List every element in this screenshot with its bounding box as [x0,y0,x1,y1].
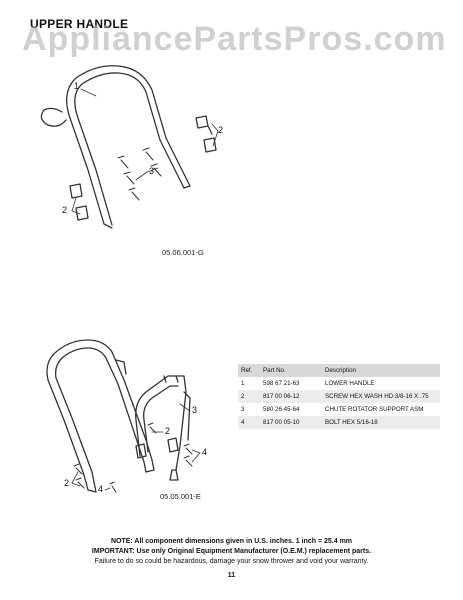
callout-bottom-4-left: 4 [98,484,104,494]
cell-part-no: 598 67 21-63 [263,380,300,387]
col-header-part-no: Part No. [260,364,322,377]
cell-part-no: 580 26 45-64 [263,406,300,413]
watermark: AppliancePartsPros.com [22,20,447,58]
page-number: 11 [227,572,236,579]
bracket-top-right [195,115,217,153]
cell-part-no: 817 00 06-12 [260,390,322,403]
callout-bottom-3: 3 [192,405,198,415]
cell-description: LOWER HANDLE [325,380,375,387]
cell-description: CHUTE ROTATOR SUPPORT ASM [325,406,424,413]
callout-top-2-left: 2 [62,205,68,215]
table-row: 4 817 00 05-10 BOLT HEX 5/16-18 [238,416,440,429]
chute-rotator-support-drawing [135,375,191,481]
cell-part-no: 817 00 05-10 [260,416,322,429]
figure-label-top: 05.06.001-G [162,248,204,257]
table-row: 1 598 67 21-63 LOWER HANDLE [238,377,440,390]
footer-note: NOTE: All component dimensions given in … [110,538,353,545]
figure-label-bottom: 05.05.001-E [160,492,201,501]
table-row: 3 580 26 45-64 CHUTE ROTATOR SUPPORT ASM [238,403,440,416]
bolts-bottom [73,422,193,493]
parts-table: Ref. Part No. Description 1 598 67 21-63… [238,364,440,429]
callout-top-3: 3 [149,166,155,176]
footer-warning: Failure to do so could be hazardous, dam… [94,558,369,565]
leaders-top [71,88,219,215]
callout-top-1: 1 [74,81,80,91]
callout-bottom-2-middle: 2 [165,426,171,436]
page-title: UPPER HANDLE [30,17,129,31]
cell-description: SCREW HEX WASH HD 3/8-16 X .75 [322,390,440,403]
callout-bottom-4-right: 4 [202,447,208,457]
cell-ref: 4 [238,416,260,429]
parts-table-header: Ref. Part No. Description [238,364,440,377]
col-header-description: Description [322,364,440,377]
cell-ref: 2 [238,390,260,403]
bracket-top-left [69,183,89,221]
col-header-ref: Ref. [238,364,260,377]
bolts-top [117,147,162,201]
callout-bottom-2-left: 2 [64,478,70,488]
table-row: 2 817 00 06-12 SCREW HEX WASH HD 3/8-16 … [238,390,440,403]
lower-handle-drawing [46,339,155,493]
brackets-bottom [135,437,179,459]
cell-ref: 1 [241,380,245,387]
footer-important: IMPORTANT: Use only Original Equipment M… [91,548,372,555]
callout-top-2-right: 2 [218,125,224,135]
upper-handle-drawing [40,65,191,229]
leaders-bottom [71,403,201,491]
cell-ref: 3 [241,406,245,413]
cell-description: BOLT HEX 5/16-18 [322,416,440,429]
